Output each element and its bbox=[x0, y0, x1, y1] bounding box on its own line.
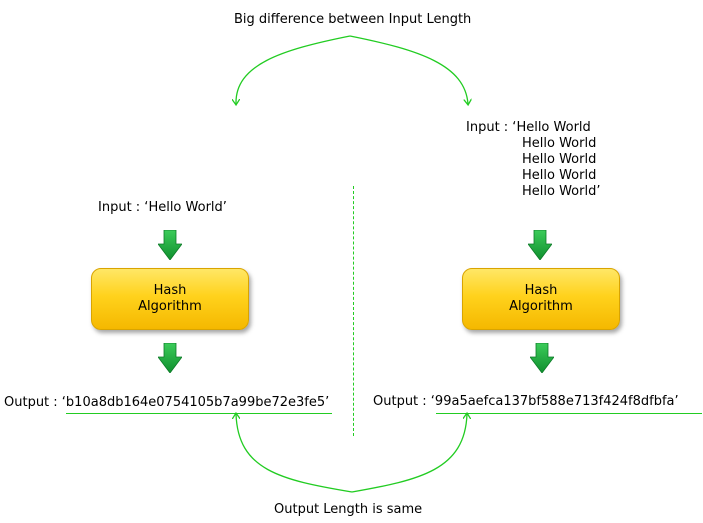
bottom-curve-right bbox=[351, 414, 467, 493]
right-box-line2: Algorithm bbox=[509, 299, 573, 314]
center-divider bbox=[353, 186, 354, 436]
left-output-underline bbox=[66, 413, 332, 414]
left-input-text: Input : ‘Hello World’ bbox=[98, 200, 227, 215]
right-input-line-5: Hello World’ bbox=[522, 184, 601, 199]
left-down-arrow-icon-2 bbox=[158, 343, 182, 373]
right-output-underline bbox=[436, 413, 702, 414]
right-hash-algorithm-box: Hash Algorithm bbox=[462, 268, 620, 330]
right-down-arrow-icon-2 bbox=[530, 343, 554, 373]
top-curve-left bbox=[236, 35, 351, 104]
left-down-arrow-icon-1 bbox=[158, 230, 182, 260]
bottom-label: Output Length is same bbox=[274, 502, 423, 517]
right-down-arrow-icon-1 bbox=[528, 230, 552, 260]
right-box-line1: Hash bbox=[524, 283, 558, 298]
right-input-line-4: Hello World bbox=[522, 168, 597, 183]
right-input-line-1: Input : ‘Hello World bbox=[466, 120, 591, 135]
left-box-line2: Algorithm bbox=[138, 299, 202, 314]
top-label: Big difference between Input Length bbox=[234, 12, 472, 27]
bottom-curve-left bbox=[236, 414, 353, 493]
right-input-line-3: Hello World bbox=[522, 152, 597, 167]
right-input-line-2: Hello World bbox=[522, 136, 597, 151]
top-curve-right bbox=[349, 35, 468, 104]
left-box-line1: Hash bbox=[153, 283, 187, 298]
left-output-text: Output : ‘b10a8db164e0754105b7a99be72e3f… bbox=[4, 395, 330, 410]
left-hash-algorithm-box: Hash Algorithm bbox=[91, 268, 249, 330]
right-output-text: Output : ‘99a5aefca137bf588e713f424f8dfb… bbox=[373, 394, 679, 409]
